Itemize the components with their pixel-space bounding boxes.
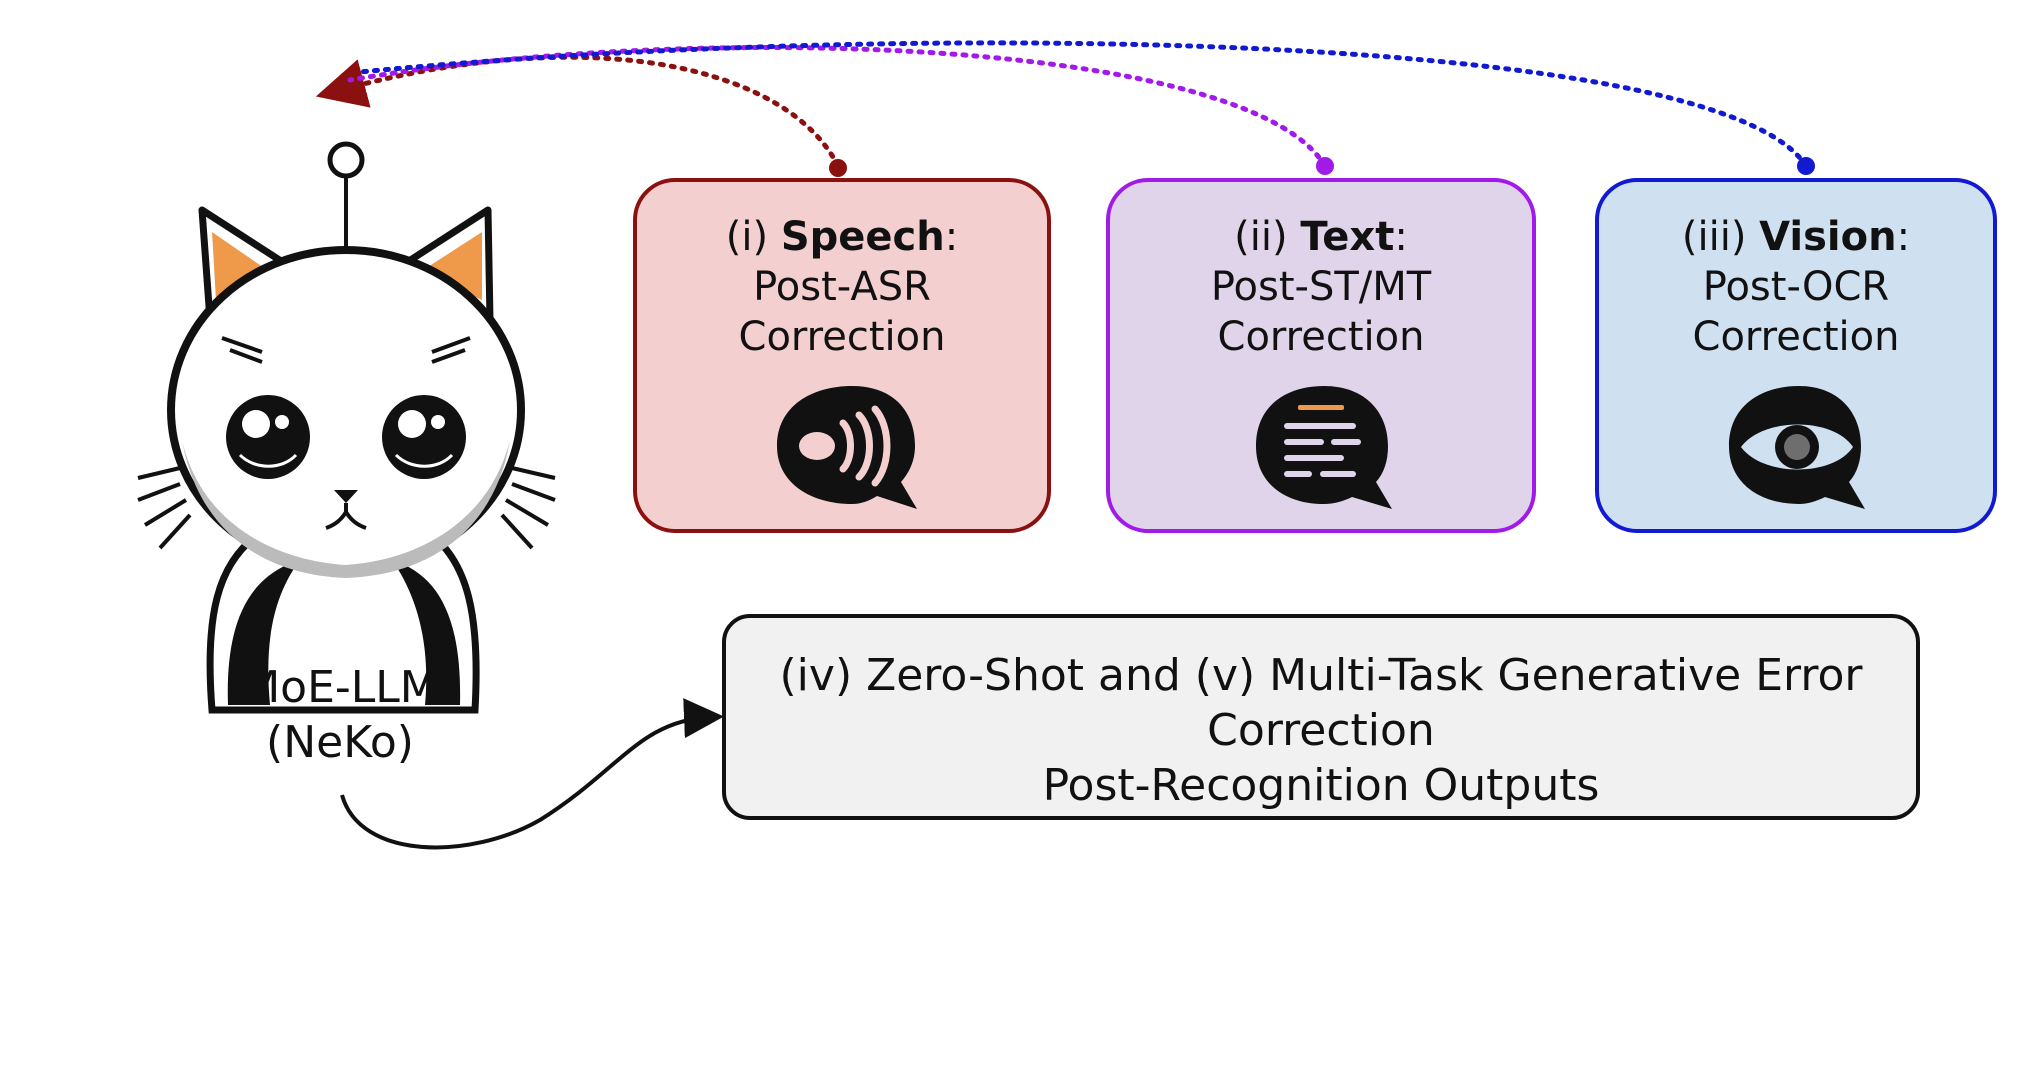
vision-to-model-arrow [357,40,1809,169]
text-task-box: (ii) Text: Post-ST/MT Correction [1106,178,1536,533]
vision-task-line2: Post-OCR [1702,264,1890,310]
text-task-text: (ii) Text: Post-ST/MT Correction [1110,212,1532,362]
model-to-zero-shot-arrow [340,698,724,850]
speech-task-line2: Post-ASR [753,264,931,310]
speech-task-name: Speech [780,214,945,260]
text-task-line3: Correction [1217,314,1425,360]
zero-shot-line2: Correction [1207,705,1435,756]
model-label: MoE-LLM (NeKo) [205,660,475,770]
text-anchor-dot [1316,157,1334,175]
vision-task-box: (iii) Vision: Post-OCR Correction [1595,178,1997,533]
text-bubble-icon [1256,386,1392,509]
model-alias: (NeKo) [266,717,414,768]
speech-to-model-arrow [315,54,841,169]
text-task-prefix: (ii) [1234,214,1301,260]
zero-shot-line3: Post-Recognition Outputs [1042,760,1600,811]
vision-task-prefix: (iii) [1681,214,1760,260]
vision-task-suffix: : [1896,214,1911,260]
model-name: MoE-LLM [242,662,438,713]
vision-task-text: (iii) Vision: Post-OCR Correction [1599,212,1993,362]
vision-anchor-dot [1797,157,1815,175]
speech-task-box: (i) Speech: Post-ASR Correction [633,178,1051,533]
vision-task-line3: Correction [1692,314,1900,360]
zero-shot-multitask-box: (iv) Zero-Shot and (v) Multi-Task Genera… [722,614,1920,820]
text-to-model-arrow [347,45,1328,169]
speech-anchor-dot [829,159,847,177]
zero-shot-line1: (iv) Zero-Shot and (v) Multi-Task Genera… [779,650,1863,701]
speech-task-text: (i) Speech: Post-ASR Correction [637,212,1047,362]
speech-bubble-sound-icon [777,386,917,509]
vision-task-name: Vision [1759,214,1897,260]
speech-task-line3: Correction [738,314,946,360]
text-task-line2: Post-ST/MT [1210,264,1432,310]
speech-task-suffix: : [944,214,959,260]
text-task-suffix: : [1394,214,1408,260]
cat-mascot-icon [137,141,556,714]
text-task-name: Text [1300,214,1395,260]
eye-bubble-icon [1729,386,1865,509]
speech-task-prefix: (i) [725,214,781,260]
